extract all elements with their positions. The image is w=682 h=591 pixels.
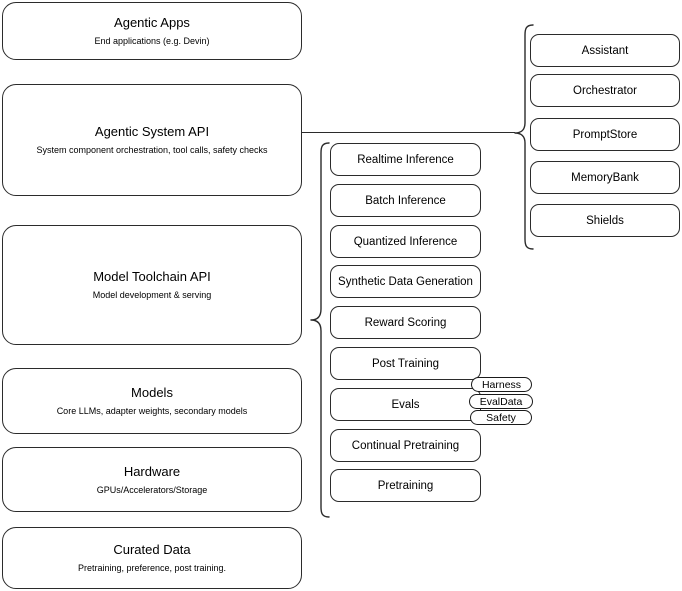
- capability-continual-pretraining[interactable]: Continual Pretraining: [330, 429, 481, 462]
- layer-subtitle: End applications (e.g. Devin): [94, 36, 210, 46]
- layer-subtitle: Pretraining, preference, post training.: [77, 563, 227, 573]
- layer-title: Models: [131, 385, 173, 400]
- capability-realtime-inference[interactable]: Realtime Inference: [330, 143, 481, 176]
- layer-subtitle: Model development & serving: [92, 290, 212, 300]
- evals-pill-label: Safety: [486, 411, 516, 424]
- component-label: MemoryBank: [571, 171, 639, 184]
- capability-batch-inference[interactable]: Batch Inference: [330, 184, 481, 217]
- capability-label: Evals: [391, 398, 420, 411]
- evals-pill-harness[interactable]: Harness: [471, 377, 532, 392]
- connector-system-api-to-components: [302, 132, 515, 133]
- evals-pill-evaldata[interactable]: EvalData: [469, 394, 533, 409]
- component-assistant[interactable]: Assistant: [530, 34, 680, 67]
- layer-title: Agentic System API: [94, 124, 210, 139]
- layer-subtitle: GPUs/Accelerators/Storage: [96, 484, 208, 495]
- capability-label: Batch Inference: [365, 194, 446, 207]
- component-shields[interactable]: Shields: [530, 204, 680, 237]
- layer-hardware[interactable]: Hardware GPUs/Accelerators/Storage: [2, 447, 302, 512]
- component-label: Orchestrator: [573, 84, 637, 97]
- component-label: Assistant: [581, 44, 629, 57]
- component-orchestrator[interactable]: Orchestrator: [530, 74, 680, 107]
- capability-post-training[interactable]: Post Training: [330, 347, 481, 380]
- evals-pill-safety[interactable]: Safety: [470, 410, 532, 425]
- evals-pill-label: Harness: [481, 378, 522, 391]
- capability-quantized-inference[interactable]: Quantized Inference: [330, 225, 481, 258]
- capability-label: Reward Scoring: [364, 316, 447, 329]
- layer-title: Curated Data: [113, 542, 191, 557]
- capability-synthetic-data-generation[interactable]: Synthetic Data Generation: [330, 265, 481, 298]
- brace-agentic-system-components: [513, 23, 535, 251]
- layer-model-toolchain-api[interactable]: Model Toolchain API Model development & …: [2, 225, 302, 345]
- component-label: PromptStore: [572, 128, 638, 141]
- layer-subtitle: System component orchestration, tool cal…: [36, 145, 268, 155]
- capability-evals[interactable]: Evals: [330, 388, 481, 421]
- capability-label: Realtime Inference: [357, 153, 454, 166]
- capability-label: Quantized Inference: [353, 235, 458, 248]
- capability-label: Pretraining: [377, 479, 434, 492]
- layer-title: Hardware: [123, 463, 181, 479]
- capability-reward-scoring[interactable]: Reward Scoring: [330, 306, 481, 339]
- capability-pretraining[interactable]: Pretraining: [330, 469, 481, 502]
- layer-agentic-apps[interactable]: Agentic Apps End applications (e.g. Devi…: [2, 2, 302, 60]
- layer-models[interactable]: Models Core LLMs, adapter weights, secon…: [2, 368, 302, 434]
- capability-label: Post Training: [371, 357, 440, 370]
- layer-curated-data[interactable]: Curated Data Pretraining, preference, po…: [2, 527, 302, 589]
- layer-title: Agentic Apps: [114, 15, 190, 30]
- layer-subtitle: Core LLMs, adapter weights, secondary mo…: [56, 406, 248, 416]
- capability-label: Continual Pretraining: [351, 439, 460, 452]
- component-label: Shields: [586, 214, 624, 227]
- layer-title: Model Toolchain API: [93, 269, 211, 284]
- brace-model-toolchain: [309, 141, 331, 519]
- component-promptstore[interactable]: PromptStore: [530, 118, 680, 151]
- layer-agentic-system-api[interactable]: Agentic System API System component orch…: [2, 84, 302, 196]
- component-memorybank[interactable]: MemoryBank: [530, 161, 680, 194]
- evals-pill-label: EvalData: [479, 395, 523, 408]
- capability-label: Synthetic Data Generation: [338, 275, 473, 288]
